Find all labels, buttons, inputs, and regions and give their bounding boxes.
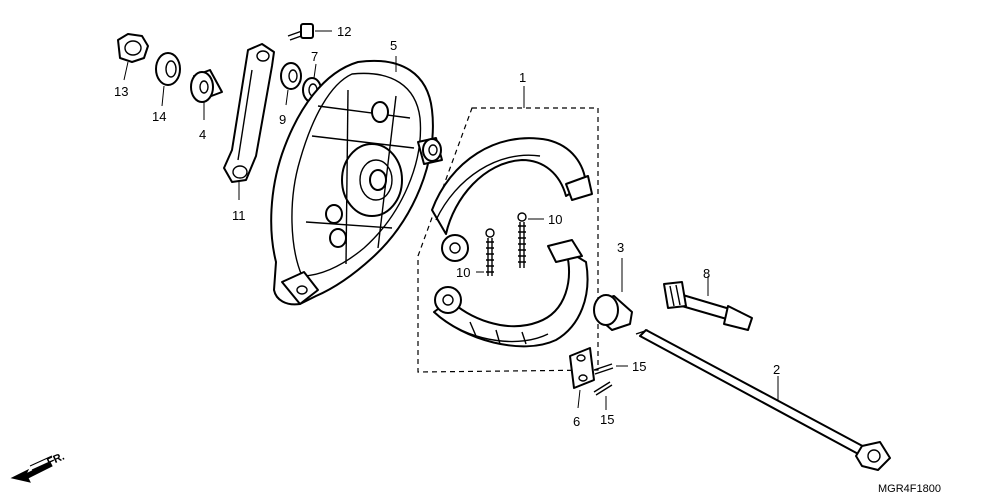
part-13-nut: [117, 33, 149, 63]
part-15-cotter-pin-upper: [593, 363, 614, 375]
leader-13: [123, 61, 129, 81]
part-9-washer: [280, 62, 302, 90]
part-11-link-arm: [223, 43, 275, 183]
callout-6: 6: [573, 414, 580, 429]
part-1-lower-shoe: [433, 239, 589, 348]
callout-9: 9: [279, 112, 286, 127]
callout-14: 14: [152, 109, 166, 124]
callout-1: 1: [519, 70, 526, 85]
part-5-brake-panel: [270, 59, 443, 306]
part-12-bolt: [287, 23, 314, 41]
callout-2: 2: [773, 362, 780, 377]
part-1-upper-shoe: [431, 137, 593, 262]
part-1-kit-outline: [417, 107, 599, 373]
callout-12: 12: [337, 24, 351, 39]
leader-9: [285, 89, 289, 106]
part-3-collar: [593, 294, 633, 331]
callout-8: 8: [703, 266, 710, 281]
callout-15-lower: 15: [600, 412, 614, 427]
part-2-axle: [635, 329, 891, 471]
callout-11: 11: [232, 208, 246, 223]
direction-label: FR.: [45, 451, 66, 469]
leader-7: [313, 63, 317, 79]
part-14-washer: [155, 52, 181, 86]
front-arrow-icon: [10, 455, 55, 483]
part-4-bearing: [190, 69, 223, 103]
callout-3: 3: [617, 240, 624, 255]
part-10-spring-left: [485, 228, 495, 276]
leader-14: [161, 85, 165, 107]
callout-15-upper: 15: [632, 359, 646, 374]
callout-10-lower: 10: [456, 265, 470, 280]
part-6-stopper-plate: [569, 347, 595, 389]
callout-5: 5: [390, 38, 397, 53]
part-10-spring-right: [517, 212, 527, 268]
callout-7: 7: [311, 49, 318, 64]
callout-10-upper: 10: [548, 212, 562, 227]
leader-6: [577, 389, 581, 409]
callout-13: 13: [114, 84, 128, 99]
diagram-code: MGR4F1800: [878, 483, 941, 495]
part-15-cotter-pin-lower: [593, 381, 613, 396]
part-8-brake-cam: [663, 281, 753, 331]
callout-4: 4: [199, 127, 206, 142]
